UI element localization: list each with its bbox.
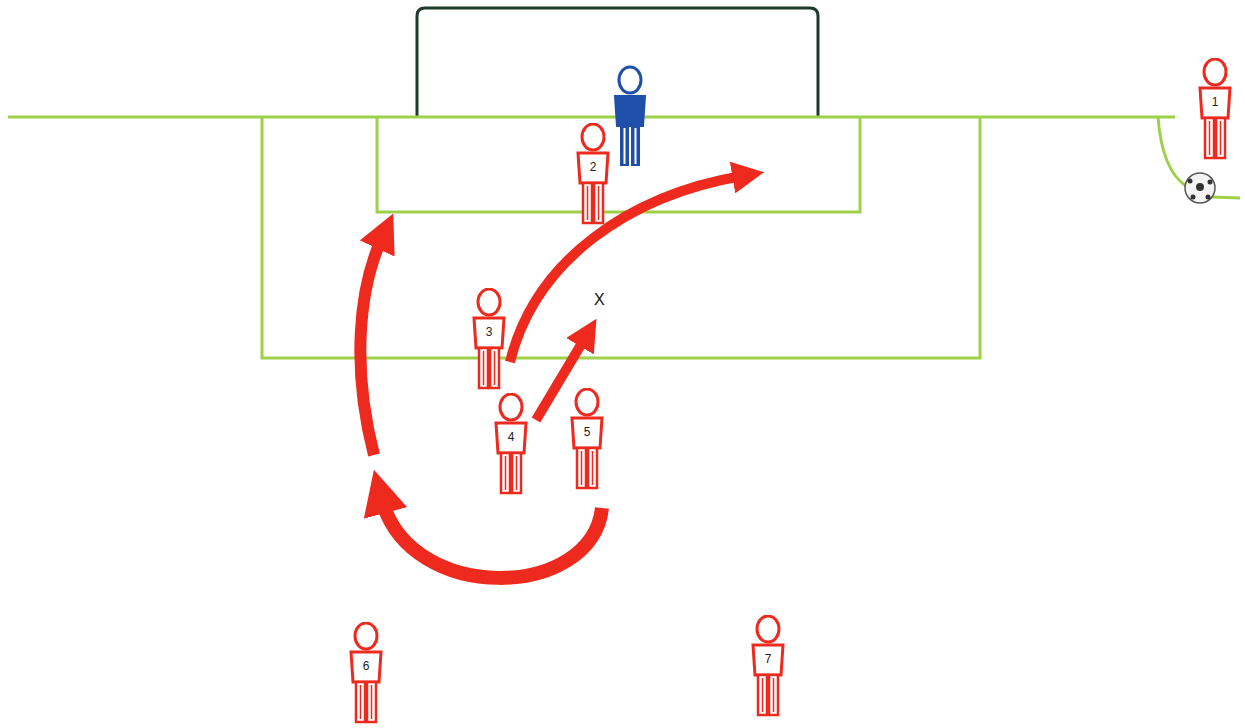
player-number: 2	[575, 156, 611, 178]
run-arrow	[382, 500, 602, 578]
player-outline	[575, 123, 611, 225]
target-mark: X	[594, 291, 605, 309]
player-outline	[348, 622, 384, 724]
touch-line	[1212, 197, 1240, 198]
player-figure: 6	[348, 622, 384, 724]
player-outline	[750, 615, 786, 717]
player-outline	[471, 288, 507, 390]
run-arrow	[510, 176, 742, 362]
player-figure: 7	[750, 615, 786, 717]
goalkeeper-figure	[615, 67, 645, 166]
player-figure: 4	[493, 393, 529, 495]
player-outline	[493, 393, 529, 495]
player-number: 7	[750, 648, 786, 670]
player-number: 3	[471, 321, 507, 343]
player-outline	[1197, 58, 1233, 160]
player-outline	[569, 388, 605, 490]
player-figure: 1	[1197, 58, 1233, 160]
ball	[1185, 173, 1215, 203]
player-number: 6	[348, 655, 384, 677]
player-figure: 2	[575, 123, 611, 225]
goal-area	[377, 117, 860, 212]
player-number: 5	[569, 421, 605, 443]
penalty-area	[262, 117, 980, 358]
player-figure: 3	[471, 288, 507, 390]
run-arrow	[360, 238, 382, 455]
player-number: 4	[493, 426, 529, 448]
corner-arc	[1158, 117, 1186, 186]
goal-line	[8, 116, 1175, 119]
player-number: 1	[1197, 91, 1233, 113]
player-figure: 5	[569, 388, 605, 490]
